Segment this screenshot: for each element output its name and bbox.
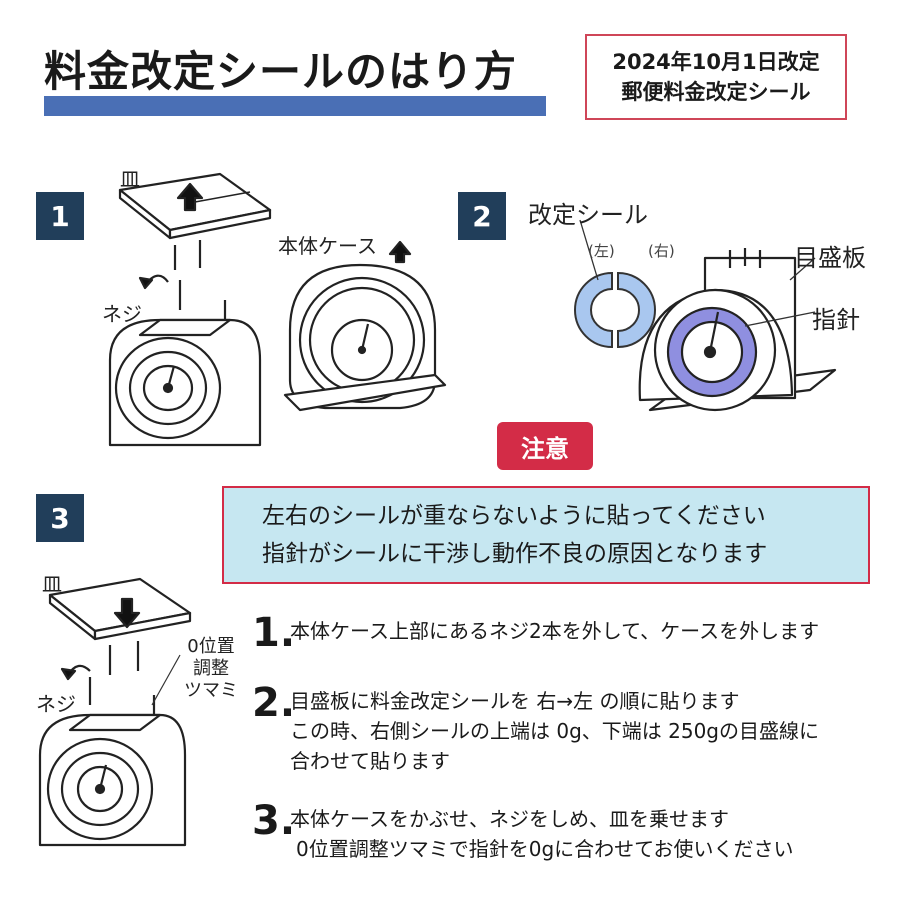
step-1-illustration <box>108 172 447 447</box>
instruction-number: 2. <box>252 680 296 726</box>
instruction-line: 目盛板に料金改定シールを 右→左 の順に貼ります <box>290 689 740 713</box>
step-1-screw-label: ネジ <box>102 302 142 326</box>
instruction-line: 本体ケースをかぶせ、ネジをしめ、皿を乗せます <box>290 807 729 831</box>
step-2-seal-label: 改定シール <box>528 201 648 229</box>
step-2-illustration <box>574 219 837 412</box>
instruction-text: 本体ケースをかぶせ、ネジをしめ、皿を乗せます 0位置調整ツマミで指針を0gに合わ… <box>290 804 794 864</box>
step-3-badge: 3 <box>36 494 84 542</box>
caution-line-1: 左右のシールが重ならないように貼ってください <box>262 503 766 529</box>
step-1-badge: 1 <box>36 192 84 240</box>
knob-label-line-1: 0位置 <box>187 636 235 657</box>
instruction-line: この時、右側シールの上端は 0g、下端は 250gの目盛線に <box>290 719 820 743</box>
instruction-text: 目盛板に料金改定シールを 右→左 の順に貼ります この時、右側シールの上端は 0… <box>290 686 819 776</box>
step-3-knob-label: 0位置 調整 ツマミ <box>184 636 238 702</box>
revision-subject: 郵便料金改定シール <box>621 80 811 104</box>
step-2-badge: 2 <box>458 192 506 240</box>
step-2-dial-label: 目盛板 <box>794 244 866 272</box>
step-1-plate-label: 皿 <box>120 167 140 191</box>
instruction-line: 本体ケース上部にあるネジ2本を外して、ケースを外します <box>290 619 820 643</box>
revision-date: 2024年10月1日改定 <box>612 50 820 74</box>
step-2-right-label: (右) <box>648 242 675 260</box>
title-underline-bar <box>44 96 546 116</box>
caution-box: 左右のシールが重ならないように貼ってください 指針がシールに干渉し動作不良の原因… <box>222 486 870 584</box>
caution-line-2: 指針がシールに干渉し動作不良の原因となります <box>262 541 768 567</box>
instruction-line: 合わせて貼ります <box>290 749 450 773</box>
step-2-needle-label: 指針 <box>812 306 860 334</box>
step-1-case-label: 本体ケース <box>278 234 377 258</box>
instruction-number: 1. <box>252 610 296 656</box>
caution-badge: 注意 <box>497 422 593 470</box>
step-2-left-label: (左) <box>588 242 615 260</box>
page-title: 料金改定シールのはり方 <box>44 47 518 96</box>
knob-label-line-2: 調整 <box>193 658 229 679</box>
step-3-plate-label: 皿 <box>42 572 62 596</box>
step-3-screw-label: ネジ <box>36 692 76 716</box>
instruction-line: 0位置調整ツマミで指針を0gに合わせてお使いください <box>296 837 794 861</box>
revision-notice-box: 2024年10月1日改定 郵便料金改定シール <box>585 34 847 120</box>
knob-label-line-3: ツマミ <box>184 680 238 701</box>
instruction-number: 3. <box>252 798 296 844</box>
instruction-text: 本体ケース上部にあるネジ2本を外して、ケースを外します <box>290 616 819 646</box>
step-3-illustration <box>38 577 192 847</box>
